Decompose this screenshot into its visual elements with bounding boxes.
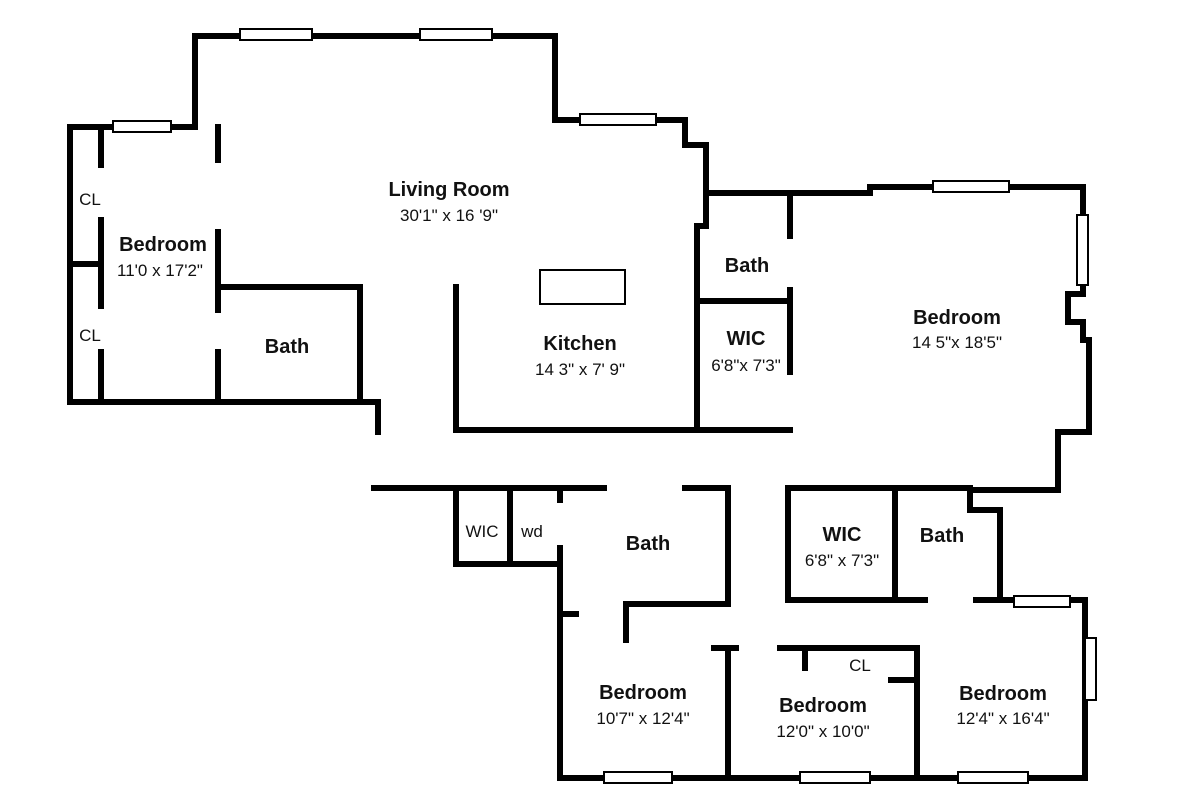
window bbox=[419, 28, 493, 41]
bedroom-master-label: Bedroom bbox=[913, 307, 1001, 329]
windows bbox=[112, 28, 1097, 784]
bath-hall-wall bbox=[623, 485, 731, 643]
wic-hall-wall bbox=[453, 485, 563, 567]
window bbox=[579, 113, 657, 126]
kitchen-label: Kitchen bbox=[543, 333, 616, 355]
bath-west-label: Bath bbox=[265, 336, 309, 358]
window bbox=[957, 771, 1029, 784]
window bbox=[239, 28, 313, 41]
bedroom-s-dimensions: 12'0" x 10'0" bbox=[776, 722, 869, 741]
exterior-wall-east-master bbox=[967, 184, 1092, 493]
bedroom-master-dimensions: 14 5"x 18'5" bbox=[912, 333, 1002, 352]
kitchen-wall bbox=[453, 284, 793, 433]
wic-master-dimensions: 6'8"x 7'3" bbox=[711, 356, 781, 375]
window bbox=[112, 120, 172, 133]
wic-east-label: WIC bbox=[823, 524, 862, 546]
bedroom-sw-dimensions: 10'7" x 12'4" bbox=[596, 709, 689, 728]
wic-hall-label: WIC bbox=[465, 522, 498, 541]
bedroom-west-label: Bedroom bbox=[119, 234, 207, 256]
exterior-wall-south bbox=[557, 561, 1088, 781]
bedroom-s-walls bbox=[777, 645, 920, 781]
bath-east-label: Bath bbox=[920, 525, 964, 547]
living-room-label: Living Room bbox=[388, 179, 509, 201]
bedroom-se-dimensions: 12'4" x 16'4" bbox=[956, 709, 1049, 728]
wic-east-dimensions: 6'8" x 7'3" bbox=[805, 551, 879, 570]
wd-label: wd bbox=[520, 522, 543, 541]
bedroom-west-dimensions: 11'0 x 17'2" bbox=[117, 261, 203, 280]
closet-label: CL bbox=[79, 326, 101, 345]
bedroom-s-label: Bedroom bbox=[779, 695, 867, 717]
bath-hall-label: Bath bbox=[626, 533, 670, 555]
room-labels: Living Room 30'1" x 16 '9" Bedroom 11'0 … bbox=[79, 179, 1049, 741]
window bbox=[799, 771, 871, 784]
walls bbox=[67, 33, 1092, 781]
closet-s-label: CL bbox=[849, 656, 871, 675]
kitchen-island bbox=[539, 269, 626, 305]
kitchen-dimensions: 14 3" x 7' 9" bbox=[535, 360, 625, 379]
bath-west-wall bbox=[215, 284, 363, 405]
window bbox=[1013, 595, 1071, 608]
window bbox=[603, 771, 673, 784]
bath-master-label: Bath bbox=[725, 255, 769, 277]
bedroom-se-label: Bedroom bbox=[959, 683, 1047, 705]
window bbox=[932, 180, 1010, 193]
window bbox=[1084, 637, 1097, 701]
exterior-wall-north bbox=[67, 33, 1086, 405]
closet-label: CL bbox=[79, 190, 101, 209]
window bbox=[1076, 214, 1089, 286]
wic-master-label: WIC bbox=[727, 328, 766, 350]
living-room-dimensions: 30'1" x 16 '9" bbox=[400, 206, 498, 225]
bedroom-sw-label: Bedroom bbox=[599, 682, 687, 704]
